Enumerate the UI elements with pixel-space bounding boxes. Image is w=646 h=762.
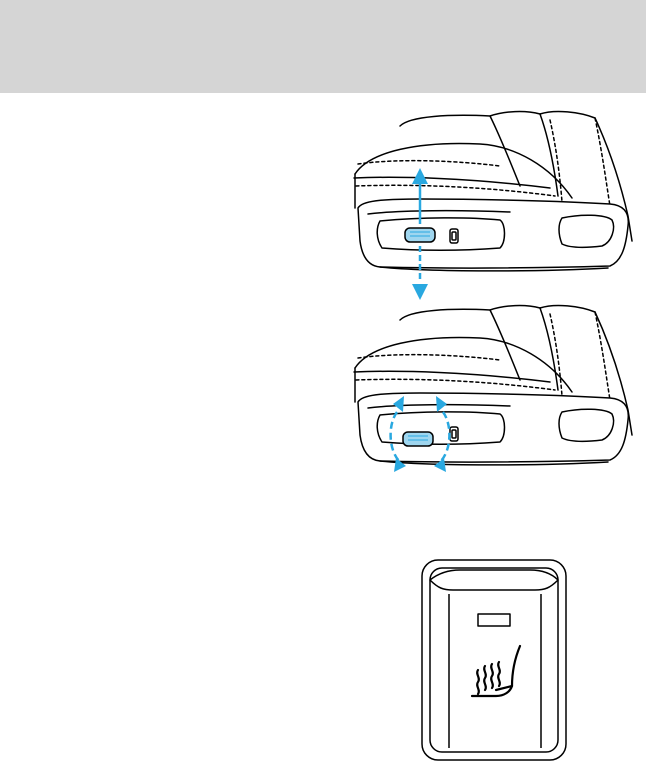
seat-vertical-adjust-illustration: [340, 106, 640, 306]
heated-seat-icon: [472, 646, 520, 696]
page-header-bar: [0, 0, 646, 93]
seat-tilt-adjust-illustration: [340, 300, 640, 478]
heated-seat-switch-illustration: [420, 558, 570, 762]
